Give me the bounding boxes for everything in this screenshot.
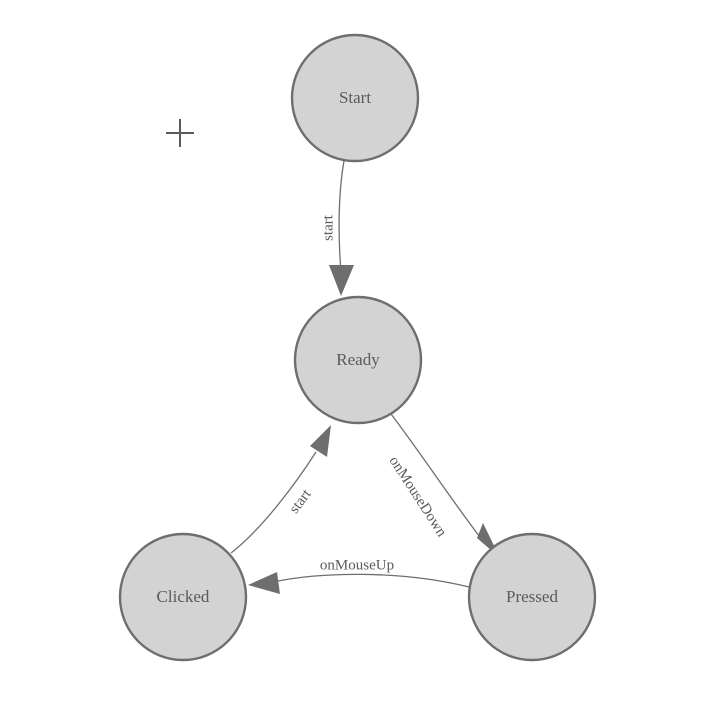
edge-clicked-to-ready-arrowhead [310, 425, 331, 457]
node-pressed-circle[interactable] [467, 532, 597, 662]
edge-clicked-to-ready[interactable]: start [230, 425, 331, 554]
edge-start-to-ready-arrowhead [329, 265, 354, 296]
edge-label-ready-to-pressed: onMouseDown [386, 454, 450, 541]
edge-label-start-to-ready: start [320, 214, 336, 241]
node-start[interactable]: Start [290, 33, 420, 163]
node-ready[interactable]: Ready [293, 295, 423, 425]
node-pressed[interactable]: Pressed [467, 532, 597, 662]
crosshair-cursor-icon [166, 119, 194, 147]
node-start-circle[interactable] [290, 33, 420, 163]
edge-pressed-to-clicked-line [272, 573, 470, 588]
edge-pressed-to-clicked[interactable]: onMouseUp [248, 557, 470, 594]
edge-clicked-to-ready-line [230, 451, 317, 554]
edge-ready-to-pressed-line [390, 413, 484, 542]
edge-label-pressed-to-clicked: onMouseUp [320, 557, 394, 573]
node-clicked-circle[interactable] [118, 532, 248, 662]
edge-ready-to-pressed[interactable]: onMouseDown [386, 413, 500, 558]
edge-start-to-ready-line [338, 160, 345, 273]
edge-label-clicked-to-ready: start [286, 486, 315, 517]
edge-pressed-to-clicked-arrowhead [248, 572, 280, 594]
node-clicked[interactable]: Clicked [118, 532, 248, 662]
edge-start-to-ready[interactable]: start [320, 160, 354, 296]
node-ready-circle[interactable] [293, 295, 423, 425]
